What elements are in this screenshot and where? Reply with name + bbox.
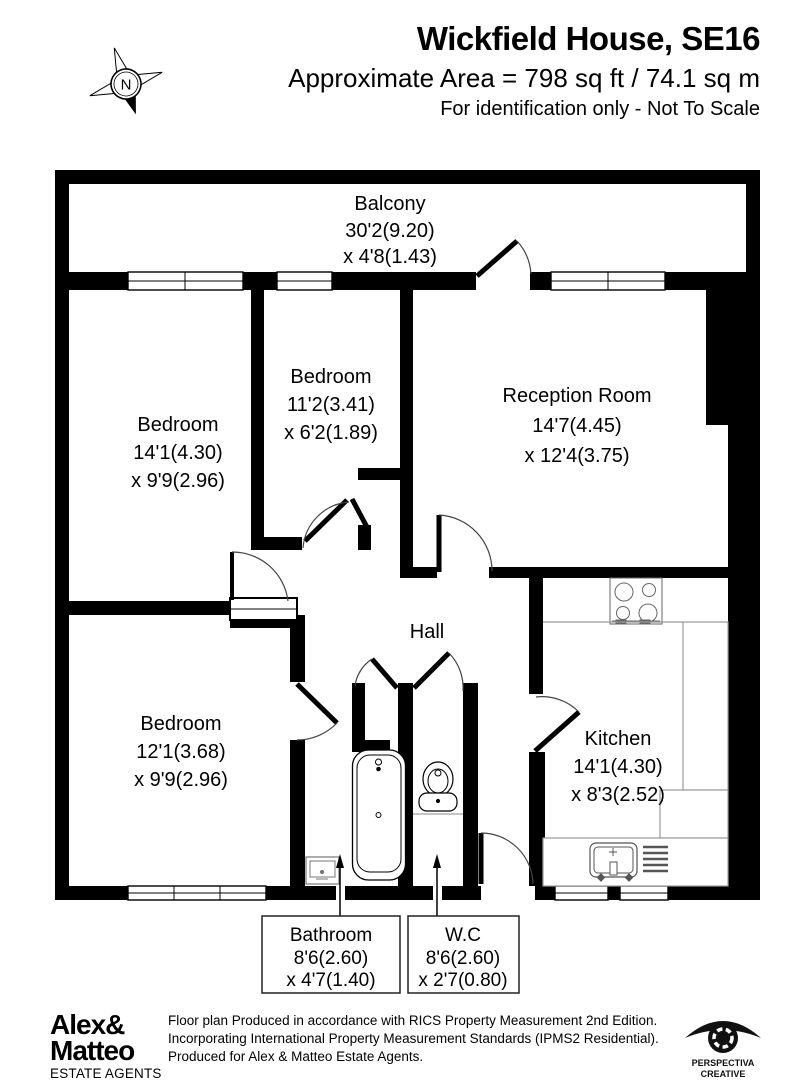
room-dim: 11'2(3.41) [287, 394, 375, 416]
disclaimer-line: Floor plan Produced in accordance with R… [168, 1013, 658, 1028]
room-name: Hall [410, 621, 444, 643]
room-dim: x 12'4(3.75) [525, 445, 630, 467]
room-dim: 8'6(2.60) [294, 948, 368, 969]
header: Wickfield House, SE16 Approximate Area =… [288, 20, 761, 120]
room-dim: 8'6(2.60) [426, 948, 500, 969]
room-dim: 14'7(4.45) [532, 415, 621, 437]
compass-letter: N [121, 77, 132, 94]
bedroom-middle-door [302, 497, 371, 549]
room-label-kitchen: Kitchen 14'1(4.30) x 8'3(2.52) [571, 728, 665, 806]
basin-icon [305, 856, 340, 885]
room-name: Balcony [354, 193, 425, 215]
agency-logo-line1: Alex& [50, 1009, 125, 1040]
room-dim: x 2'7(0.80) [418, 970, 507, 991]
scale-note: For identification only - Not To Scale [440, 97, 760, 120]
windows [127, 271, 669, 901]
kitchen-door [533, 696, 581, 753]
room-dim: 14'1(4.30) [573, 756, 662, 778]
bathroom-arrow [336, 854, 344, 918]
room-dim: 12'1(3.68) [136, 741, 225, 763]
room-dim: x 6'2(1.89) [284, 422, 378, 444]
room-name: Bedroom [290, 366, 371, 388]
wc-label-box [407, 915, 520, 994]
room-label-hall: Hall [410, 621, 444, 643]
bedroom-bottom-left-door [295, 682, 339, 741]
creative-logo-line1: PERSPECTIVA [692, 1058, 755, 1068]
room-dim: x 8'3(2.52) [571, 784, 665, 806]
agency-logo-line2: Matteo [50, 1034, 135, 1066]
room-name: Bedroom [140, 713, 221, 735]
bathroom-door [354, 657, 399, 690]
room-label-wc: W.C 8'6(2.60) x 2'7(0.80) [418, 925, 507, 991]
room-name: W.C [445, 925, 481, 946]
page-title: Wickfield House, SE16 [416, 20, 761, 57]
bedroom-top-left-door [230, 551, 289, 602]
sink-icon [589, 842, 668, 882]
room-dim: x 4'8(1.43) [343, 246, 437, 268]
room-name: Kitchen [585, 728, 652, 750]
bathtub-icon [351, 749, 407, 881]
reception-door [436, 514, 493, 572]
toilet-icon [413, 761, 463, 815]
balcony-door [475, 239, 532, 278]
compass-north-icon: N [89, 47, 163, 115]
room-label-balcony: Balcony 30'2(9.20) x 4'8(1.43) [343, 193, 437, 268]
hall-cupboard [229, 597, 298, 621]
room-label-bedroom-top-left: Bedroom 14'1(4.30) x 9'9(2.96) [131, 414, 225, 492]
wc-door [412, 651, 464, 692]
room-name: Reception Room [503, 385, 652, 407]
approximate-area: Approximate Area = 798 sq ft / 74.1 sq m [288, 62, 760, 93]
room-dim: 30'2(9.20) [345, 220, 434, 242]
disclaimer: Floor plan Produced in accordance with R… [168, 1012, 673, 1066]
room-dim: x 9'9(2.96) [134, 769, 228, 791]
disclaimer-line: Incorporating International Property Mea… [168, 1031, 659, 1047]
room-label-bedroom-middle: Bedroom 11'2(3.41) x 6'2(1.89) [284, 366, 378, 444]
creative-logo-line2: CREATIVE [701, 1069, 746, 1079]
room-dim: x 9'9(2.96) [131, 470, 225, 492]
room-label-reception: Reception Room 14'7(4.45) x 12'4(3.75) [503, 385, 652, 467]
room-name: Bedroom [137, 414, 218, 436]
bathroom-label-box [261, 915, 401, 994]
agency-logo: Alex& Matteo ESTATE AGENTS [50, 1009, 170, 1080]
agency-logo-line3: ESTATE AGENTS [50, 1065, 162, 1080]
front-door [478, 832, 534, 885]
room-name: Bathroom [290, 925, 372, 946]
room-label-bedroom-bottom-left: Bedroom 12'1(3.68) x 9'9(2.96) [134, 713, 228, 791]
room-dim: 14'1(4.30) [133, 442, 222, 464]
doors [230, 239, 581, 885]
room-label-bathroom: Bathroom 8'6(2.60) x 4'7(1.40) [286, 925, 375, 991]
wc-arrow [433, 854, 441, 918]
stove-icon [609, 577, 663, 625]
creative-eye-icon: PERSPECTIVA CREATIVE [685, 1021, 761, 1079]
disclaimer-line: Produced for Alex & Matteo Estate Agents… [168, 1049, 424, 1065]
room-dim: x 4'7(1.40) [286, 970, 375, 991]
